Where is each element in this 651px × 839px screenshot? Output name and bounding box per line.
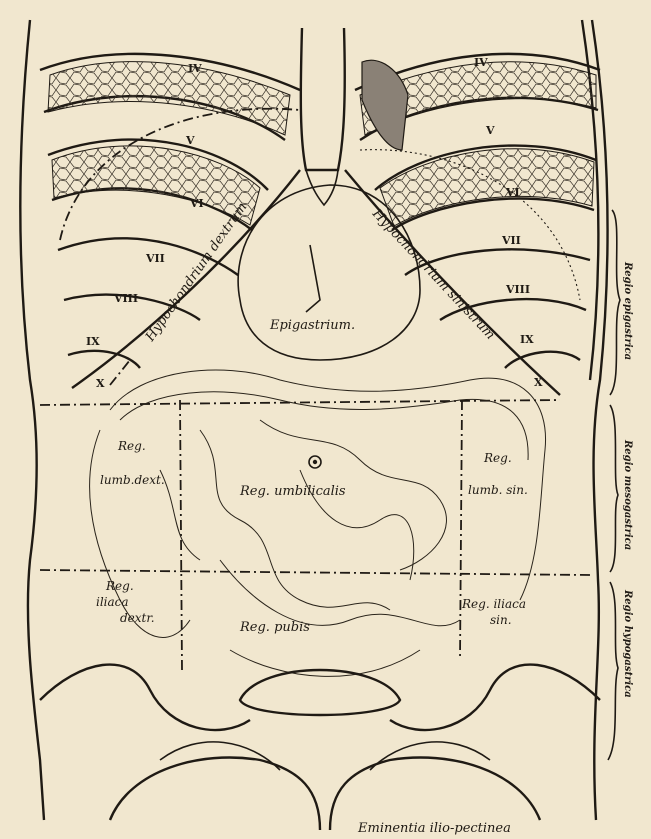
intestines [90,370,546,676]
side-region-markers: Regio epigastrica Regio mesogastrica Reg… [608,210,633,760]
label-reg-iliaca-dextr-3: dextr. [120,611,155,625]
rib-labels-right: IV V VI VII VIII IX X [86,62,204,390]
rib-label-left-x: X [534,376,543,389]
label-epigastrium: Epigastrium. [269,318,355,333]
rib-label-left-iv: IV [474,56,488,69]
rib-label-right-vi: VI [189,197,204,210]
rib-label-left-ix: IX [520,333,534,346]
rib-label-left-vii: VII [501,234,521,247]
region-labels: Hypochondrium dextrum Hypochondrium sini… [96,200,528,635]
rib-label-left-viii: VIII [505,283,530,296]
label-reg-iliaca-sin-1: Reg. iliaca [461,597,526,611]
rib-label-left-vi: VI [505,186,520,199]
label-reg-iliaca-dextr-2: iliaca [96,595,129,609]
rib-label-right-ix: IX [86,335,100,348]
label-regio-mesogastrica: Regio mesogastrica [622,439,633,550]
rib-label-right-v: V [185,134,195,147]
label-eminentia-ilio-pectinea: Eminentia ilio-pectinea [357,821,511,836]
label-regio-hypogastrica: Regio hypogastrica [622,589,633,698]
pelvis [40,665,600,830]
label-reg-umbilicalis: Reg. umbilicalis [239,484,346,499]
label-reg-lumb-sin-1: Reg. [483,451,512,465]
rib-label-right-iv: IV [188,62,202,75]
label-regio-epigastrica: Regio epigastrica [622,261,633,360]
label-reg-lumb-dext-1: Reg. [117,439,146,453]
label-hypochondrium-sinistrum: Hypochondrium sinistrum [368,206,497,343]
label-reg-lumb-sin-2: lumb. sin. [468,483,528,497]
rib-label-right-viii: VIII [113,292,138,305]
label-reg-iliaca-dextr-1: Reg. [105,579,134,593]
label-reg-iliaca-sin-2: sin. [490,613,512,627]
rib-label-right-vii: VII [145,252,165,265]
rib-label-left-v: V [485,124,495,137]
label-reg-lumb-dext-2: lumb.dext. [100,473,165,487]
label-reg-pubis: Reg. pubis [239,620,310,635]
rib-label-right-x: X [96,377,105,390]
